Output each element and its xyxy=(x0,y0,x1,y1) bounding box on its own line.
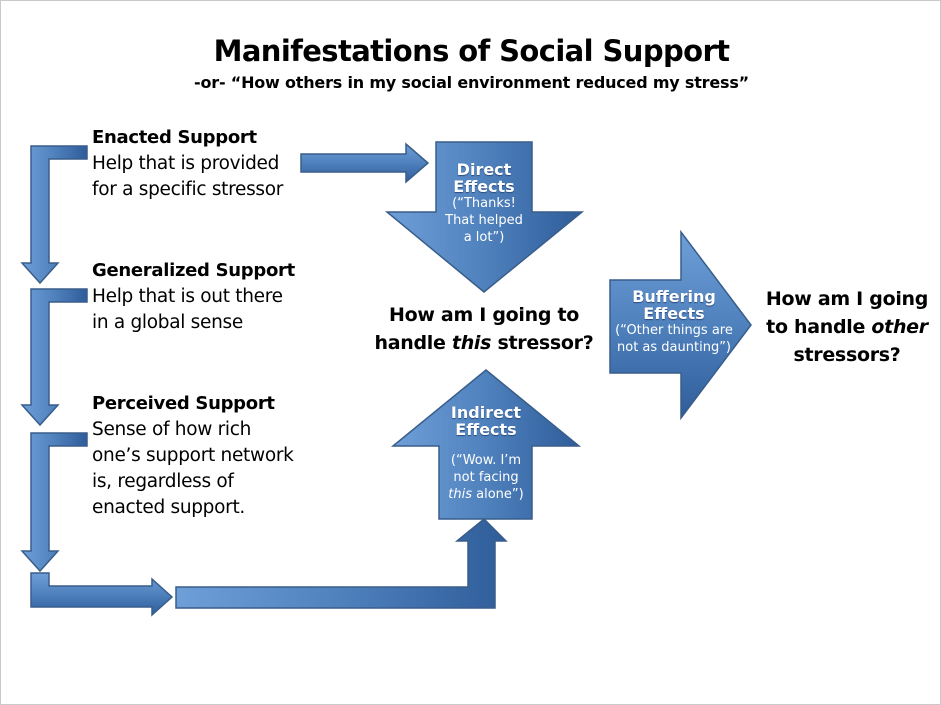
perceived-support-line: Sense of how rich xyxy=(92,419,252,440)
direct-effects-title: Effects xyxy=(453,177,515,196)
enacted-support-heading: Enacted Support xyxy=(92,127,257,148)
question-this-line: handle this stressor? xyxy=(374,329,594,357)
bent-arrow-perceived-down xyxy=(20,432,88,573)
direct-effects-arrow-shape xyxy=(384,141,585,293)
indirect-effects-quote: (“Wow. I’m xyxy=(450,453,522,468)
generalized-support-heading: Generalized Support xyxy=(92,260,295,281)
indirect-effects-quote: this alone”) xyxy=(436,486,536,503)
direct-effects-title: Direct xyxy=(456,160,512,179)
question-this-italic: this xyxy=(451,332,492,354)
question-other-line: stressors? xyxy=(793,344,901,366)
direct-effects-label: Direct Effects (“Thanks! That helped a l… xyxy=(436,161,532,246)
bent-arrow-generalized-to-perceived xyxy=(20,288,88,427)
indirect-effects-arrow-shape xyxy=(390,369,582,520)
effect-arrows xyxy=(384,141,752,520)
question-other-stressors: How am I going to handle other stressors… xyxy=(753,285,940,369)
question-other-pre: to handle xyxy=(766,316,872,338)
perceived-support-heading: Perceived Support xyxy=(92,393,275,414)
bent-arrow-bottom-left-to-right xyxy=(30,572,174,617)
buffering-effects-arrow-shape xyxy=(609,229,752,421)
enacted-support-line: Help that is provided xyxy=(92,153,280,174)
question-other-line: How am I going xyxy=(765,288,929,310)
arrow-enacted-to-direct xyxy=(300,142,430,184)
indirect-effects-quote-italic: this xyxy=(448,487,472,502)
indirect-effects-title: Indirect xyxy=(450,403,522,422)
question-other-line: to handle other xyxy=(753,313,940,341)
direct-effects-quote: a lot”) xyxy=(463,230,505,245)
question-this-stressor: How am I going to handle this stressor? xyxy=(374,301,594,357)
indirect-effects-title: Effects xyxy=(455,420,517,439)
buffering-effects-quote: (“Other things are xyxy=(615,323,733,338)
generalized-support-line: Help that is out there xyxy=(92,286,283,307)
page-subtitle: -or- “How others in my social environmen… xyxy=(194,73,749,92)
indirect-effects-label: Indirect Effects (“Wow. I’m not facing t… xyxy=(436,404,536,503)
buffering-effects-label: Buffering Effects (“Other things are not… xyxy=(610,288,738,356)
enacted-support-block: Enacted Support Help that is provided fo… xyxy=(92,125,283,203)
buffering-effects-quote: not as daunting”) xyxy=(617,340,731,355)
question-this-post: stressor? xyxy=(491,332,594,354)
buffering-effects-title: Effects xyxy=(643,304,705,323)
perceived-support-line: one’s support network xyxy=(92,445,294,466)
perceived-support-line: enacted support. xyxy=(92,497,245,518)
indirect-effects-quote-rest: alone”) xyxy=(472,487,524,502)
question-other-italic: other xyxy=(871,316,928,338)
connector-arrows xyxy=(20,142,508,617)
buffering-effects-title: Buffering xyxy=(632,287,716,306)
enacted-support-line: for a specific stressor xyxy=(92,179,284,200)
bent-arrow-bottom-up-to-indirect xyxy=(175,517,508,609)
direct-effects-quote: (“Thanks! xyxy=(452,196,516,211)
page-title: Manifestations of Social Support xyxy=(213,34,730,68)
question-this-line: How am I going to xyxy=(389,304,579,326)
perceived-support-line: is, regardless of xyxy=(92,471,234,492)
perceived-support-block: Perceived Support Sense of how rich one’… xyxy=(92,391,294,521)
question-this-pre: handle xyxy=(374,332,452,354)
generalized-support-line: in a global sense xyxy=(92,312,243,333)
generalized-support-block: Generalized Support Help that is out the… xyxy=(92,258,295,336)
indirect-effects-quote: not facing xyxy=(453,470,519,485)
bent-arrow-enacted-to-generalized xyxy=(20,145,88,285)
direct-effects-quote: That helped xyxy=(445,213,523,228)
